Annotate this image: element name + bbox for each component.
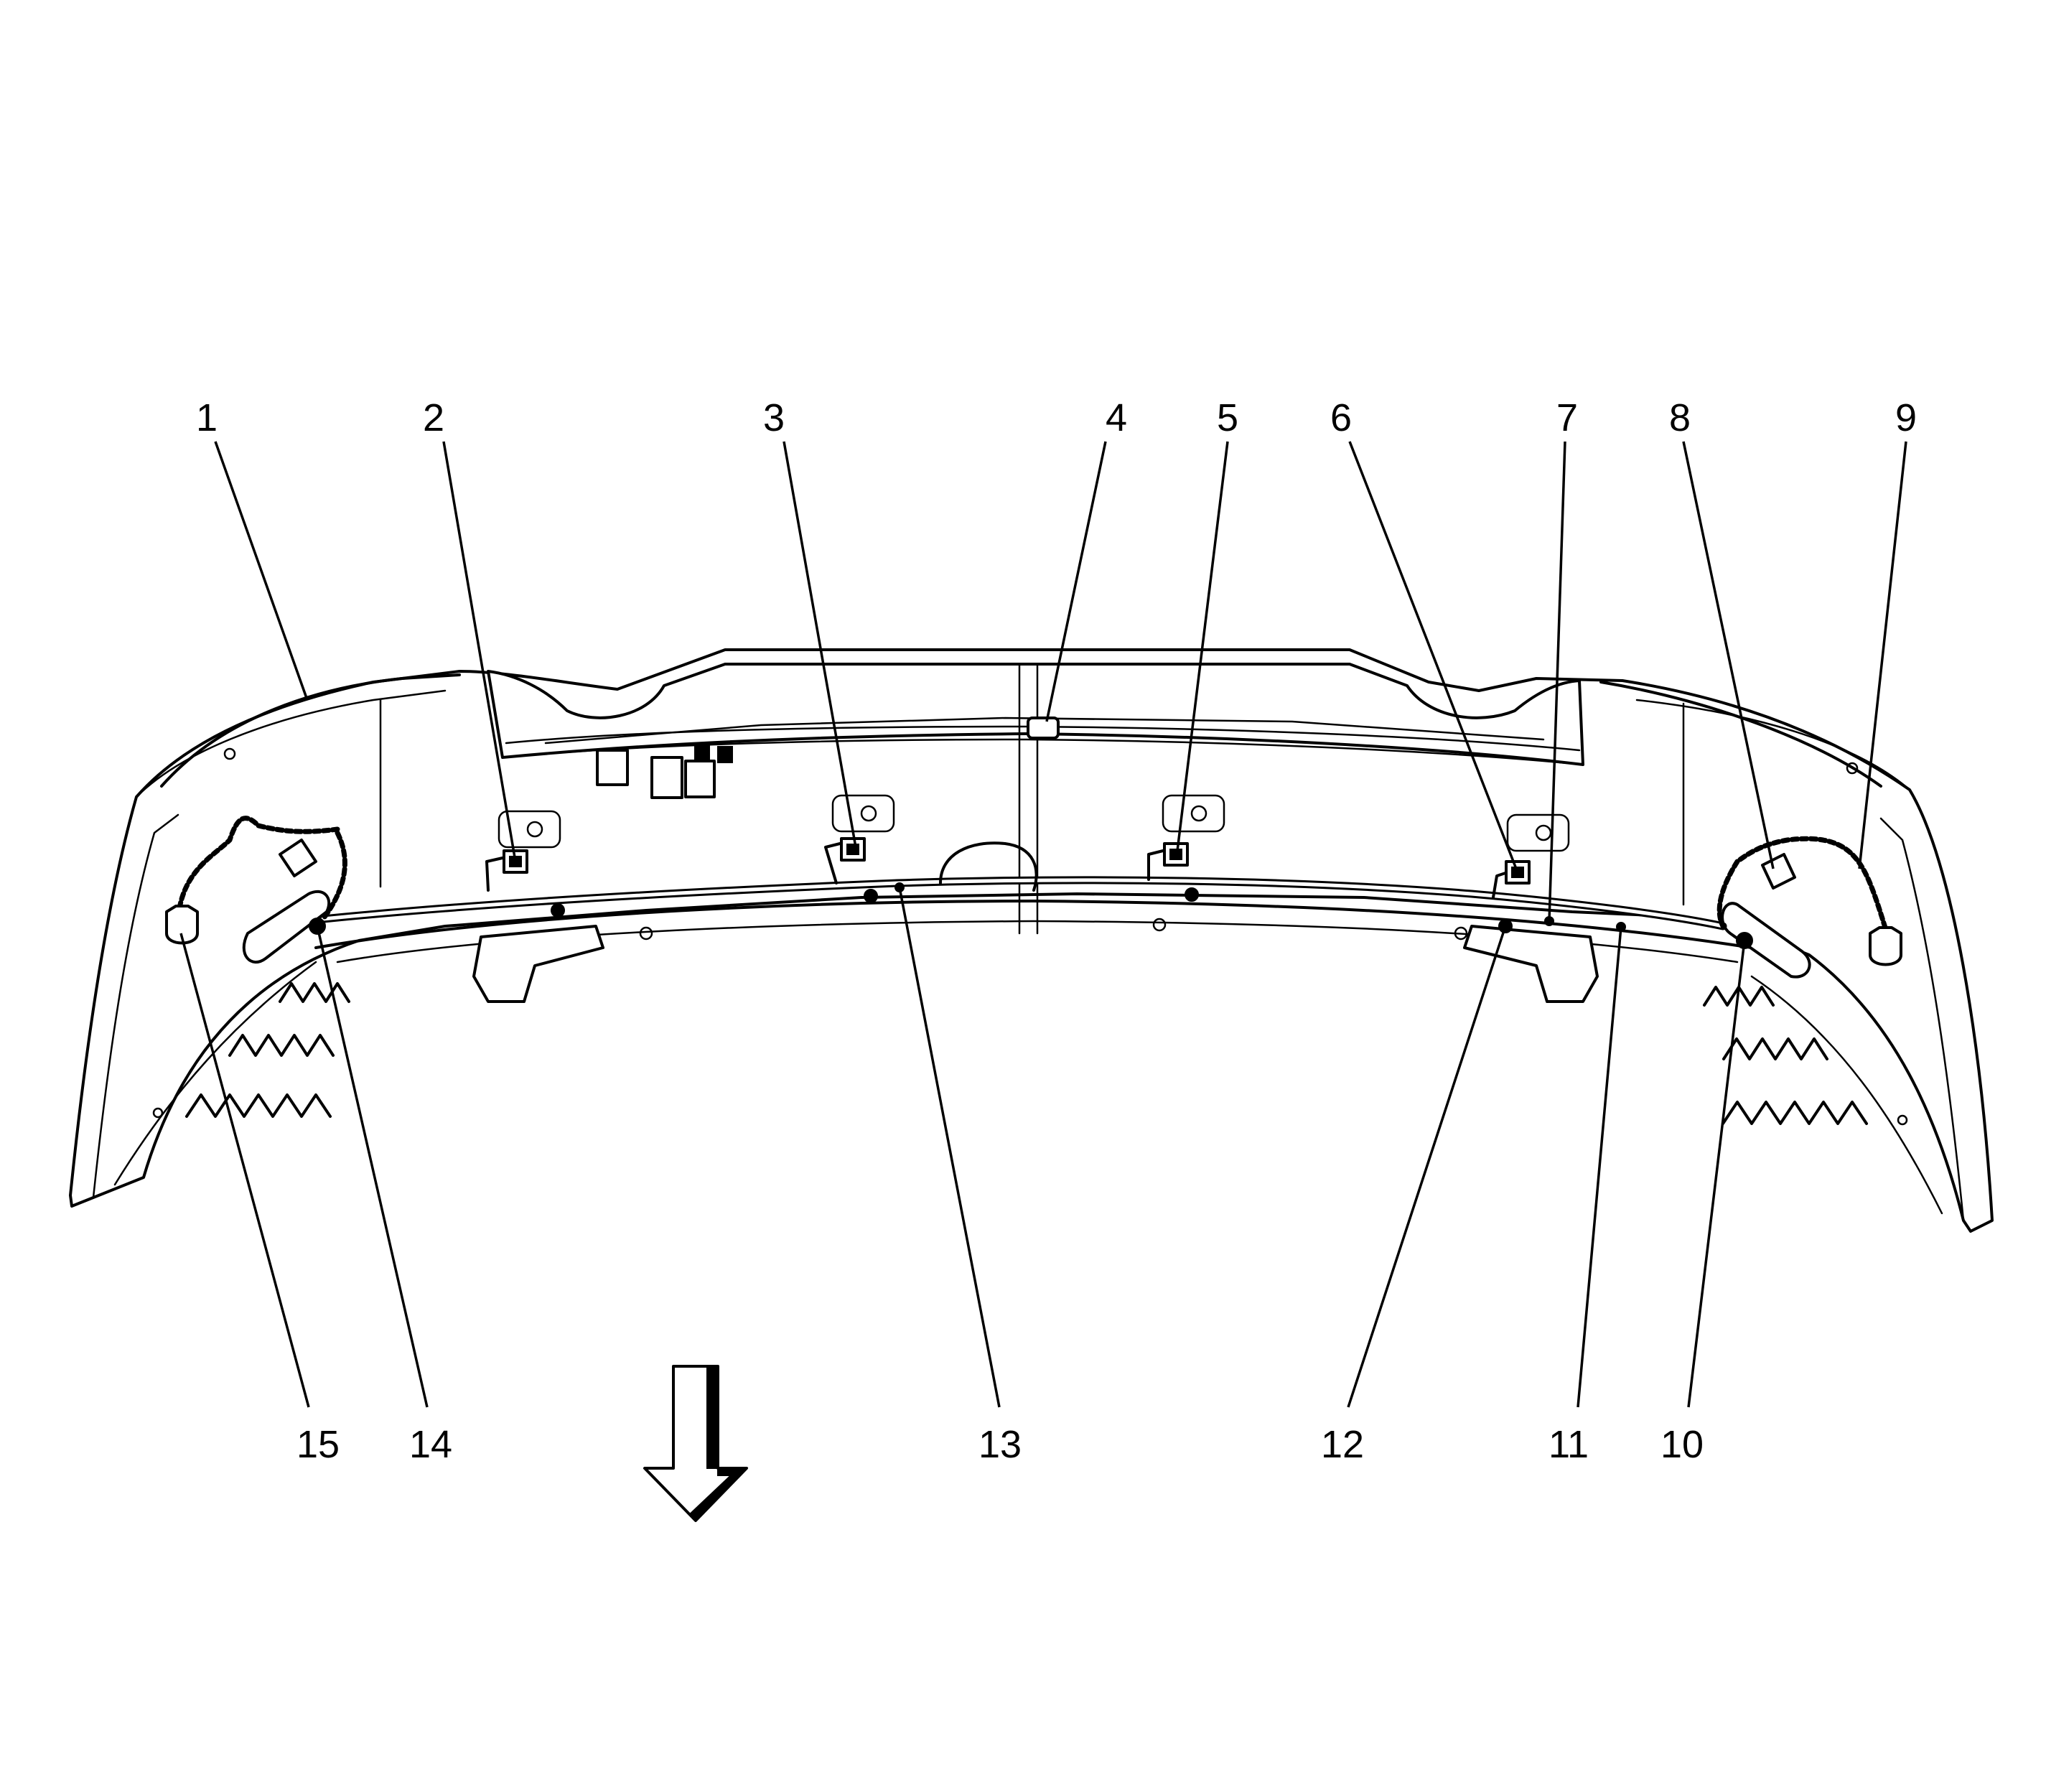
callout-5: 5 <box>1217 396 1238 439</box>
fascia-top-rim <box>135 689 1911 798</box>
fascia-lower-edge <box>314 900 1753 949</box>
callout-8: 8 <box>1669 396 1691 439</box>
sensor-pad <box>1506 813 1570 852</box>
harness-clip <box>1185 887 1199 902</box>
callout-13: 13 <box>978 1423 1022 1466</box>
fascia-outline <box>69 648 1994 1233</box>
license-recess <box>487 663 1584 766</box>
sensor-pad <box>498 810 561 849</box>
leader-9 <box>1858 441 1907 869</box>
callout-11: 11 <box>1548 1423 1589 1466</box>
leader-10 <box>1687 940 1746 1408</box>
harness-loop <box>939 841 1038 892</box>
callout-15: 15 <box>296 1423 340 1466</box>
center-connector <box>1027 717 1060 739</box>
center-seam <box>1018 663 1039 935</box>
module-a <box>596 749 629 786</box>
leader-8 <box>1682 441 1775 869</box>
callout-9: 9 <box>1895 396 1917 439</box>
callout-3: 3 <box>763 396 785 439</box>
callout-6: 6 <box>1330 396 1352 439</box>
mount-hole <box>1846 762 1859 775</box>
callout-1: 1 <box>196 396 218 439</box>
leader-lines <box>179 441 1907 1408</box>
leader-11 <box>1576 926 1622 1408</box>
branch-sensor-5 <box>1147 849 1164 881</box>
left-side-panel <box>92 699 382 1199</box>
right-side-harness <box>1734 836 1891 940</box>
mount-hole <box>223 747 236 760</box>
harness-clip <box>551 903 565 918</box>
branch-sensor-3 <box>824 842 841 885</box>
callout-7: 7 <box>1556 396 1578 439</box>
callout-2: 2 <box>423 396 444 439</box>
leader-13 <box>898 887 1001 1408</box>
sensor-pad-hole <box>526 821 543 838</box>
right-harness-branch <box>1716 859 1740 929</box>
leader-6 <box>1348 441 1518 869</box>
lower-tab-right <box>1463 925 1599 1003</box>
left-side-harness <box>177 816 340 911</box>
reflector-right <box>1721 902 1811 979</box>
harness-clip <box>864 889 878 903</box>
callout-14: 14 <box>409 1423 452 1466</box>
leader-12 <box>1347 925 1507 1408</box>
leader-2 <box>442 441 517 862</box>
mount-hole <box>1454 926 1468 941</box>
sensor-pad <box>1162 794 1225 833</box>
right-side-panel <box>1682 702 1965 1222</box>
callout-10: 10 <box>1660 1423 1704 1466</box>
leader-5 <box>1176 441 1229 851</box>
leader-15 <box>179 933 310 1408</box>
callout-labels: 1 2 3 4 5 6 7 8 9 10 11 12 13 14 15 <box>196 396 1917 1466</box>
leader-3 <box>783 441 857 848</box>
right-vent-slots <box>1703 986 1868 1125</box>
module-b <box>650 756 683 799</box>
callout-12: 12 <box>1321 1423 1364 1466</box>
left-vent-slots <box>185 982 350 1118</box>
callout-4: 4 <box>1106 396 1127 439</box>
fascia-inner-edge <box>160 673 1882 788</box>
branch-sensor-6 <box>1492 871 1509 899</box>
side-lamp-socket-left <box>165 905 199 945</box>
leader-1 <box>214 441 309 701</box>
direction-arrow-icon <box>643 1365 749 1522</box>
module-c <box>684 760 716 798</box>
side-lamp-socket-right <box>1869 926 1902 966</box>
lower-tab-left <box>472 925 604 1003</box>
leader-7 <box>1548 441 1566 922</box>
corner-connector-right <box>1761 853 1796 890</box>
mount-hole <box>1152 918 1167 932</box>
leader-4 <box>1045 441 1107 722</box>
reflector-left <box>242 890 331 963</box>
sensor-pad-hole <box>860 805 877 822</box>
mount-hole <box>1897 1114 1908 1126</box>
connectors <box>165 717 1902 966</box>
upper-harness <box>544 717 1545 745</box>
mount-hole <box>152 1107 164 1119</box>
sensor-connector-6 <box>1505 860 1531 885</box>
wiring-harness <box>177 717 1891 940</box>
left-harness-branch <box>320 830 347 922</box>
corner-connector-left <box>279 839 317 877</box>
sensor-pad <box>831 794 895 833</box>
branch-sensor-2 <box>485 857 504 892</box>
leader-14 <box>316 925 429 1408</box>
sensor-pad-hole <box>1535 824 1552 841</box>
mount-hole <box>639 926 653 941</box>
sensor-pad-hole <box>1190 805 1207 822</box>
bumper-fascia <box>69 648 1994 1233</box>
